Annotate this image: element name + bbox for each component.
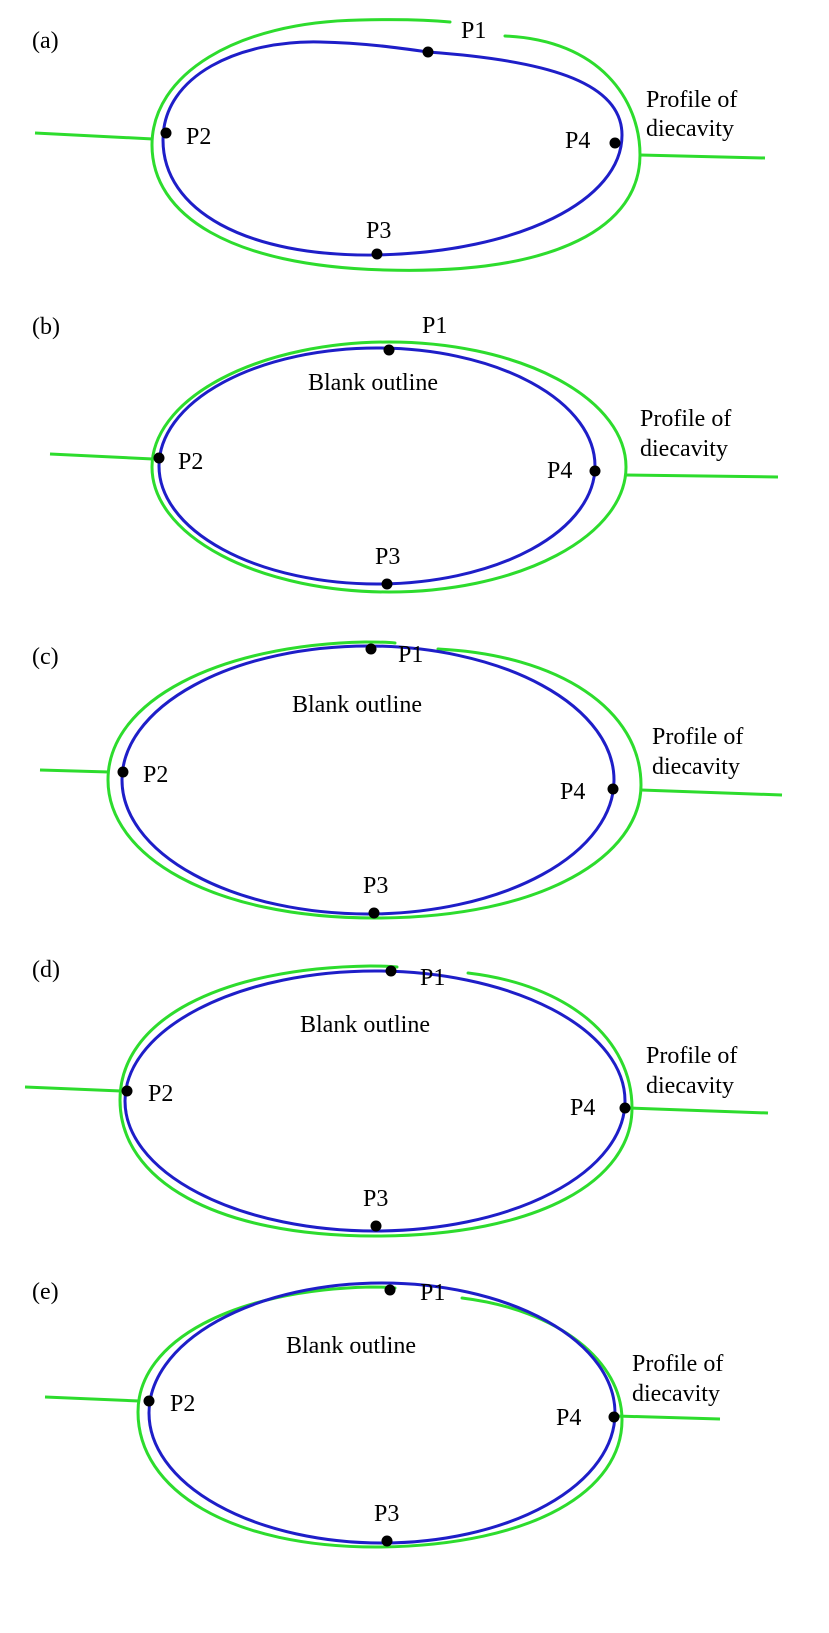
panel-a: (a) P1 P2 P3 P4 Profile of diecavity [32,18,766,272]
panel-e-label-p2: P2 [170,1391,195,1417]
panel-a-point-p1 [422,46,434,58]
panel-c-profile-label-line1: Profile of [652,724,743,750]
panel-a-label-p1: P1 [461,18,486,44]
panel-c: (c) P1 P2 P3 P4 Blank outline Profile of… [32,640,783,920]
panel-d-profile-label-line1: Profile of [646,1043,737,1069]
panel-d-point-p1 [385,965,397,977]
panel-a-profile-label-line2: diecavity [646,116,734,142]
panel-d-point-p3 [370,1220,382,1232]
panel-c-label-p2: P2 [143,762,168,788]
panel-a-point-p3 [371,248,383,260]
panel-b-profile-label-line2: diecavity [640,436,728,462]
panel-d-profile-label-line2: diecavity [646,1073,734,1099]
panel-d-label-p3: P3 [363,1186,388,1212]
panel-b-point-p3 [381,578,393,590]
panel-b-label-p3: P3 [375,544,400,570]
panel-d-die-profile [118,964,634,1238]
panel-d-label-p2: P2 [148,1081,173,1107]
panel-e-point-p1 [384,1284,396,1296]
panel-a-label-p3: P3 [366,218,391,244]
panel-d: (d) P1 P2 P3 P4 Blank outline Profile of… [24,957,769,1238]
panel-e: (e) P1 P2 P3 P4 Blank outline Profile of… [32,1279,723,1549]
panel-d-label: (d) [32,957,60,983]
panel-e-point-p3 [381,1535,393,1547]
panel-c-label-p1: P1 [398,642,423,668]
panel-b: (b) P1 P2 P3 P4 Blank outline Profile of… [32,313,779,594]
panel-c-profile-label-line2: diecavity [652,754,740,780]
panel-b-point-p1 [383,344,395,356]
panel-c-blank-label: Blank outline [292,692,422,718]
panel-a-left-lead-line [34,131,154,141]
panel-e-label: (e) [32,1279,59,1305]
panel-a-label: (a) [32,28,59,54]
panel-c-point-p1 [365,643,377,655]
panel-e-left-lead-line [44,1395,140,1403]
panel-c-right-lead-line [640,788,783,797]
panel-c-label-p4: P4 [560,779,585,805]
panel-e-label-p1: P1 [420,1280,445,1306]
panel-e-label-p3: P3 [374,1501,399,1527]
panel-c-label-p3: P3 [363,873,388,899]
panel-a-point-p4 [609,137,621,149]
panel-e-point-p2 [143,1395,155,1407]
panel-c-point-p3 [368,907,380,919]
panel-e-label-p4: P4 [556,1405,581,1431]
panel-e-blank-label: Blank outline [286,1333,416,1359]
panel-a-label-p2: P2 [186,124,211,150]
panel-b-label-p1: P1 [422,313,447,339]
panel-a-die-profile [150,18,642,272]
panel-d-label-p1: P1 [420,965,445,991]
panel-a-label-p4: P4 [565,128,590,154]
panel-b-blank-label: Blank outline [308,370,438,396]
panel-b-left-lead-line [49,452,154,461]
panel-b-label: (b) [32,314,60,340]
panel-d-left-lead-line [24,1085,122,1093]
panel-e-point-p4 [608,1411,620,1423]
panel-b-point-p2 [153,452,165,464]
panel-e-profile-label-line2: diecavity [632,1381,720,1407]
panel-a-point-p2 [160,127,172,139]
panel-b-label-p4: P4 [547,458,572,484]
panel-b-point-p4 [589,465,601,477]
panel-e-profile-label-line1: Profile of [632,1351,723,1377]
panel-c-point-p4 [607,783,619,795]
panel-e-right-lead-line [615,1414,721,1421]
panel-b-label-p2: P2 [178,449,203,475]
panel-d-point-p2 [121,1085,133,1097]
panel-d-blank-label: Blank outline [300,1012,430,1038]
panel-d-right-lead-line [627,1106,769,1115]
panel-c-die-profile [106,640,643,920]
panel-a-profile-label-line1: Profile of [646,87,737,113]
panel-c-left-lead-line [39,768,110,774]
panel-a-blank-outline [161,40,624,257]
panel-c-point-p2 [117,766,129,778]
panel-b-profile-label-line1: Profile of [640,406,731,432]
panel-d-point-p4 [619,1102,631,1114]
panel-b-die-profile [150,340,628,594]
panel-d-label-p4: P4 [570,1095,595,1121]
panel-b-right-lead-line [624,473,779,479]
panel-c-label: (c) [32,644,59,670]
panel-a-right-lead-line [639,153,766,160]
